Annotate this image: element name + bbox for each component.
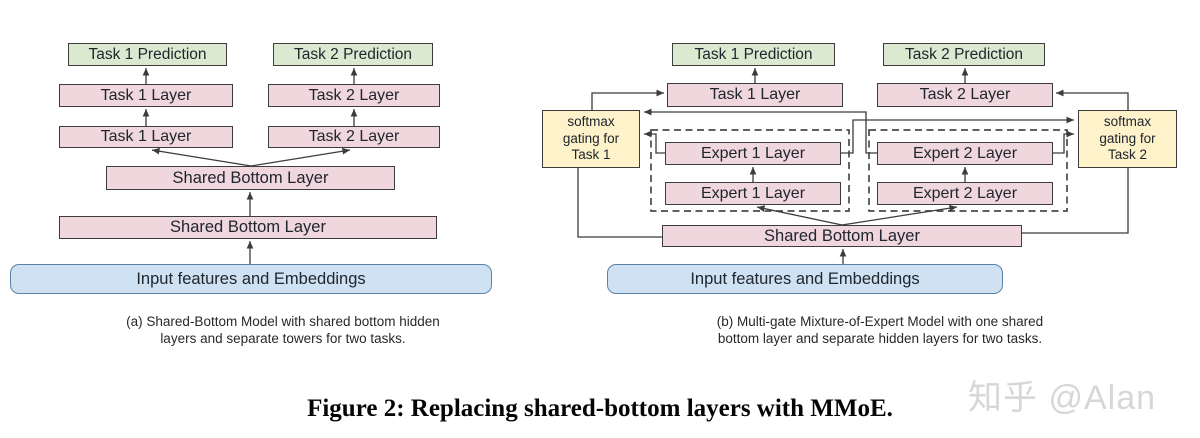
a-input-features-box: Input features and Embeddings — [10, 264, 492, 294]
arrow-b-shared-to-expert2 — [841, 204, 958, 226]
arrow-b-shared-to-expert1 — [756, 205, 843, 226]
gate1-text-line2: gating for — [562, 130, 620, 146]
a-shared-bottom-upper-box: Shared Bottom Layer — [106, 166, 395, 190]
arrow-expert1-to-gate1 — [644, 130, 665, 154]
b-softmax-gate-task2-box: softmax gating for Task 2 — [1078, 110, 1177, 168]
arrow-a-shared-to-task1tower — [151, 147, 252, 167]
arrow-gate1-to-task1layer — [591, 89, 664, 110]
figure-caption: Figure 2: Replacing shared-bottom layers… — [307, 395, 893, 422]
a-task1-layer-lower-box: Task 1 Layer — [59, 126, 233, 148]
b-expert2-layer-upper-box: Expert 2 Layer — [877, 142, 1053, 165]
b-task1-layer-box: Task 1 Layer — [667, 83, 843, 107]
b-task1-prediction-box: Task 1 Prediction — [672, 43, 835, 66]
panel-b-caption: (b) Multi-gate Mixture-of-Expert Model w… — [680, 313, 1080, 348]
panel-a-caption-line1: (a) Shared-Bottom Model with shared bott… — [126, 314, 440, 329]
panel-b-caption-line2: bottom layer and separate hidden layers … — [717, 331, 1043, 347]
b-shared-bottom-box: Shared Bottom Layer — [662, 225, 1022, 247]
arrow-expert2-to-gate1 — [644, 108, 877, 154]
b-input-features-box: Input features and Embeddings — [607, 264, 1003, 294]
a-task2-prediction-box: Task 2 Prediction — [273, 43, 433, 66]
gate1-text-line3: Task 1 — [571, 147, 611, 163]
a-task1-layer-upper-box: Task 1 Layer — [59, 84, 233, 107]
dashed-expert1-group — [650, 129, 850, 212]
arrow-expert1-to-gate2 — [841, 116, 1074, 154]
panel-a-caption: (a) Shared-Bottom Model with shared bott… — [83, 313, 483, 348]
arrow-gate2-to-task2layer — [1056, 89, 1129, 110]
b-expert1-layer-lower-box: Expert 1 Layer — [665, 182, 841, 205]
b-softmax-gate-task1-box: softmax gating for Task 1 — [542, 110, 640, 168]
panel-b-caption-line1: (b) Multi-gate Mixture-of-Expert Model w… — [716, 314, 1044, 329]
gate1-text-line1: softmax — [567, 114, 615, 130]
b-expert1-layer-upper-box: Expert 1 Layer — [665, 142, 841, 165]
line-gate1-to-sharedbottom — [577, 168, 662, 238]
b-expert2-layer-lower-box: Expert 2 Layer — [877, 182, 1053, 205]
b-task2-layer-box: Task 2 Layer — [877, 83, 1053, 107]
arrow-expert2-to-gate2 — [1053, 130, 1074, 154]
zhihu-watermark: 知乎 @Alan — [968, 379, 1157, 417]
gate2-text-line2: gating for — [1099, 130, 1156, 146]
b-task2-prediction-box: Task 2 Prediction — [883, 43, 1045, 66]
a-task2-layer-upper-box: Task 2 Layer — [268, 84, 440, 107]
a-task1-prediction-box: Task 1 Prediction — [68, 43, 227, 66]
line-gate2-to-sharedbottom — [1022, 168, 1129, 234]
dashed-expert2-group — [868, 129, 1068, 212]
arrow-a-shared-to-task2tower — [250, 147, 351, 167]
a-task2-layer-lower-box: Task 2 Layer — [268, 126, 440, 148]
gate2-text-line3: Task 2 — [1107, 147, 1148, 163]
gate2-text-line1: softmax — [1103, 114, 1152, 130]
a-shared-bottom-lower-box: Shared Bottom Layer — [59, 216, 437, 239]
panel-a-caption-line2: layers and separate towers for two tasks… — [160, 331, 406, 347]
